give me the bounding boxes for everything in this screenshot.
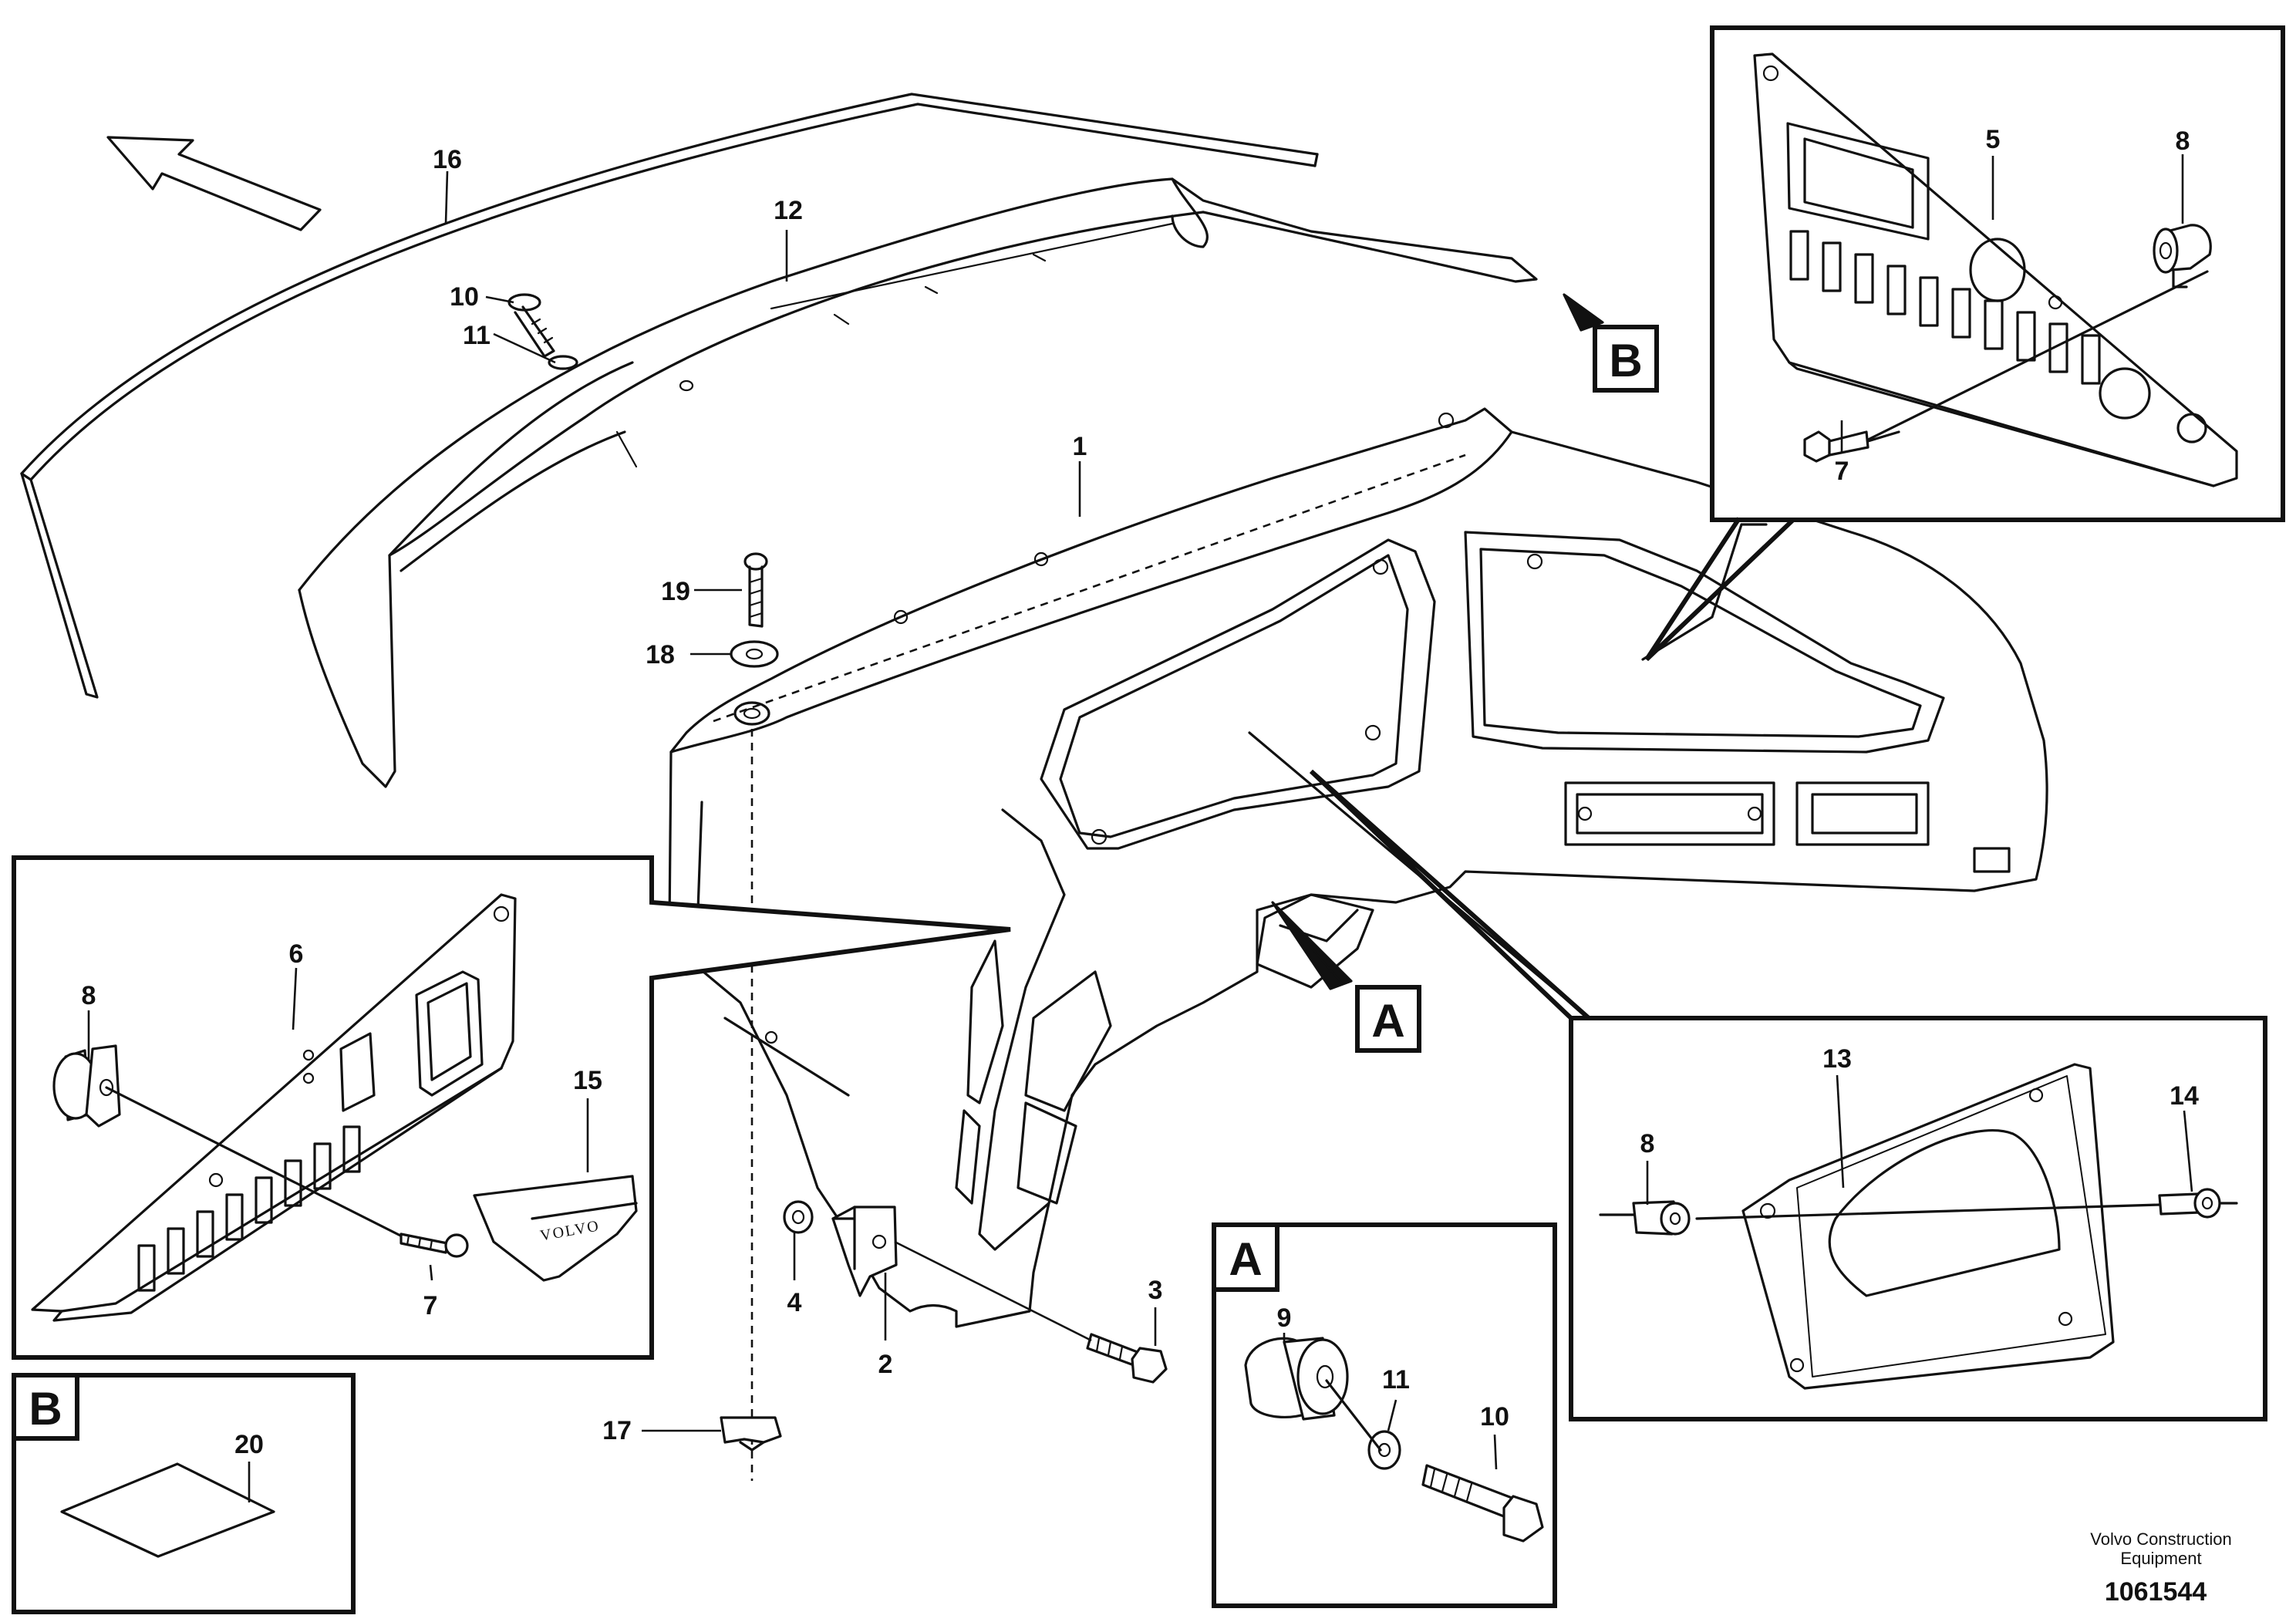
section-tag-B-main: B	[1593, 325, 1659, 393]
inset-13-pointer	[1309, 769, 2265, 1020]
callout-8: 8	[1640, 1129, 1655, 1158]
inset-part-6: VOLVO	[12, 855, 1011, 1360]
brand-line-1: Volvo Construction	[2090, 1529, 2231, 1549]
callout-13: 13	[1822, 1044, 1852, 1074]
panel-6-switch-row	[137, 1125, 361, 1292]
part-10-screw-upper	[507, 293, 555, 358]
part-3-bolt	[1086, 1333, 1168, 1384]
part-12-upper-cover	[298, 177, 1538, 788]
callout-1: 1	[1073, 432, 1087, 461]
inset-B	[12, 1373, 356, 1614]
inset-part-13	[1569, 1016, 2267, 1421]
part-3-axis-line	[894, 1240, 1092, 1342]
svg-text:B: B	[29, 1383, 62, 1435]
callout-20: 20	[234, 1430, 264, 1459]
callout-19: 19	[661, 577, 690, 606]
brand-line-2: Equipment	[2120, 1549, 2201, 1568]
callout-7: 7	[423, 1291, 438, 1320]
callout-9: 9	[1277, 1303, 1292, 1333]
forward-direction-arrow-icon	[106, 136, 322, 231]
callout-4: 4	[787, 1288, 802, 1317]
callout-2: 2	[878, 1350, 893, 1379]
part-11-washer-upper	[548, 355, 578, 370]
tag-A-pointer-line	[1272, 902, 1343, 984]
part-4-nut	[783, 1200, 814, 1234]
callout-17: 17	[602, 1416, 632, 1445]
callout-8: 8	[82, 981, 96, 1010]
part-17-clip	[720, 1416, 782, 1452]
callout-16: 16	[433, 145, 462, 174]
document-id: 1061544	[2105, 1577, 2207, 1607]
callout-14: 14	[2170, 1081, 2199, 1111]
footer-block: Volvo Construction Equipment 1061544	[2090, 1529, 2231, 1607]
callout-7: 7	[1835, 457, 1849, 486]
callout-3: 3	[1148, 1276, 1163, 1305]
callout-18: 18	[646, 640, 675, 669]
callout-12: 12	[774, 196, 803, 225]
svg-text:A: A	[1371, 995, 1404, 1047]
part-1-dashboard-panel	[668, 407, 2048, 1328]
svg-text:B: B	[1609, 335, 1642, 386]
svg-text:A: A	[1229, 1233, 1262, 1285]
part-18-washer	[730, 640, 779, 668]
inset-5-pointer-wedge	[1644, 517, 1795, 662]
callout-5: 5	[1986, 125, 2001, 154]
part-2-bracket	[831, 1206, 898, 1297]
callout-11: 11	[1382, 1365, 1410, 1394]
callout-6: 6	[289, 939, 304, 969]
callout-11: 11	[463, 321, 491, 350]
section-tag-B-inset: B	[12, 1373, 79, 1441]
inset-part-5	[1710, 25, 2285, 522]
callout-labels: 16 12 10 11 1 19 18 5 8 7 6 8 15 7 4 2 3…	[82, 125, 2199, 1459]
inset-13-connector	[1248, 731, 1590, 1020]
callout-10: 10	[1480, 1402, 1509, 1431]
section-tag-A-inset: A	[1212, 1222, 1279, 1292]
callout-10: 10	[450, 282, 479, 312]
callout-15: 15	[573, 1066, 602, 1095]
tag-B-pointer-icon	[1563, 293, 1604, 332]
part-16-seal-strip	[20, 93, 1319, 699]
leader-lines	[87, 154, 2193, 1502]
callout-8: 8	[2176, 126, 2190, 156]
part-19-screw	[743, 552, 768, 628]
section-tag-A-main: A	[1355, 985, 1421, 1053]
